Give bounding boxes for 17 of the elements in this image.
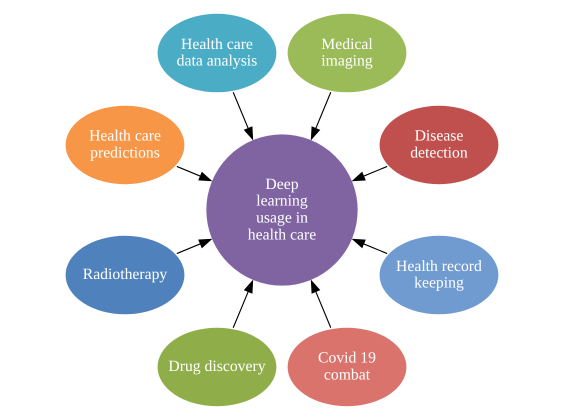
arrow: [232, 280, 254, 328]
node-ellipse: Covid 19 combat: [285, 326, 409, 408]
arrow: [310, 280, 332, 328]
arrow: [176, 166, 212, 182]
arrow: [310, 92, 332, 140]
node-circle: Deep learning usage in health care: [204, 132, 360, 288]
node-ellipse: Health care data analysis: [155, 12, 279, 94]
arrow: [352, 238, 388, 254]
node-ellipse: Radiotherapy: [63, 234, 187, 316]
node-ellipse: Health record keeping: [377, 234, 501, 316]
arrow: [352, 166, 388, 182]
node-ellipse: Drug discovery: [155, 326, 279, 408]
node-ellipse: Medical imaging: [285, 12, 409, 94]
arrow: [176, 238, 212, 254]
node-ellipse: Health care predictions: [63, 104, 187, 186]
arrow: [232, 92, 254, 140]
node-ellipse: Disease detection: [377, 104, 501, 186]
